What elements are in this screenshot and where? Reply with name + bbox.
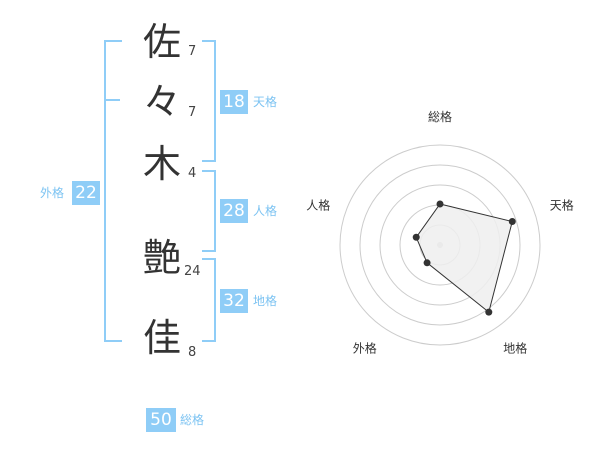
stroke-count-5: 8 bbox=[188, 345, 197, 360]
radar-value-area bbox=[415, 203, 513, 314]
radar-point-5 bbox=[412, 233, 420, 241]
chikaku-bracket bbox=[202, 258, 216, 342]
gaikaku-bracket-tick bbox=[104, 99, 120, 101]
radar-axis-label-4: 外格 bbox=[353, 341, 377, 356]
tenkaku-value: 18 bbox=[220, 90, 248, 114]
chikaku-value: 32 bbox=[220, 289, 248, 313]
radar-axis-label-2: 天格 bbox=[550, 197, 574, 212]
gaikaku-value: 22 bbox=[72, 181, 100, 205]
stroke-count-2: 7 bbox=[188, 105, 197, 120]
gaikaku-bracket bbox=[104, 40, 122, 342]
radar-point-1 bbox=[436, 200, 444, 208]
radar-point-4 bbox=[423, 259, 431, 267]
gaikaku-label: 外格 bbox=[40, 186, 65, 200]
name-char-3: 木 bbox=[142, 142, 181, 186]
radar-axis-label-3: 地格 bbox=[503, 341, 527, 356]
radar-point-3 bbox=[485, 308, 493, 316]
radar-axis-label-5: 人格 bbox=[306, 197, 330, 212]
stroke-count-1: 7 bbox=[188, 44, 197, 59]
tenkaku-label: 天格 bbox=[253, 95, 278, 109]
soukaku-value: 50 bbox=[146, 408, 176, 432]
name-char-5: 佳 bbox=[142, 316, 181, 360]
jinkaku-bracket bbox=[202, 170, 216, 252]
name-char-4: 艶 bbox=[142, 236, 181, 280]
stroke-count-3: 4 bbox=[188, 166, 197, 181]
soukaku-label: 総格 bbox=[180, 413, 205, 427]
stroke-count-4: 24 bbox=[184, 264, 201, 279]
radar-grid-ring-1 bbox=[339, 144, 541, 346]
name-char-1: 佐 bbox=[142, 20, 181, 64]
jinkaku-label: 人格 bbox=[253, 204, 278, 218]
radar-point-2 bbox=[508, 218, 516, 226]
jinkaku-value: 28 bbox=[220, 199, 248, 223]
chikaku-label: 地格 bbox=[253, 294, 278, 308]
radar-grid-ring-2 bbox=[359, 164, 521, 326]
tenkaku-bracket bbox=[202, 40, 216, 162]
radar-axis-label-1: 総格 bbox=[428, 109, 452, 124]
name-char-2: 々 bbox=[142, 80, 181, 124]
